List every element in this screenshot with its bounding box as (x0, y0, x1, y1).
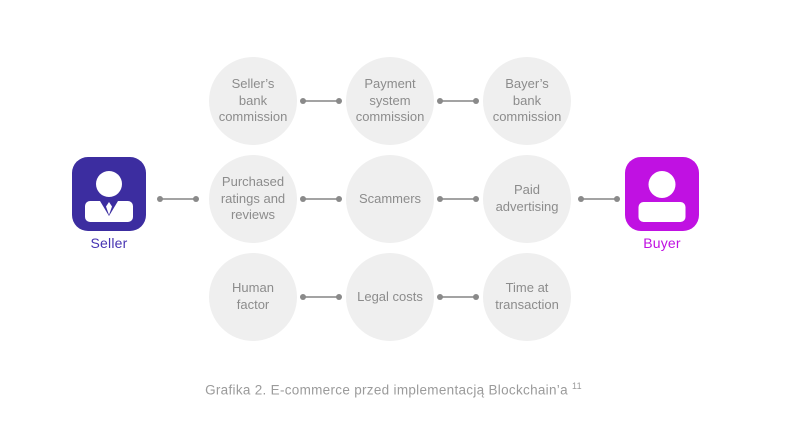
node-human-factor: Human factor (209, 253, 297, 341)
seller-avatar (72, 157, 146, 231)
node-payment-system-commission: Payment system commission (346, 57, 434, 145)
buyer-avatar (625, 157, 699, 231)
dumbbell-connector (300, 196, 342, 202)
dumbbell-connector (437, 196, 479, 202)
node-scammers: Scammers (346, 155, 434, 243)
figure-caption: Grafika 2. E-commerce przed implementacj… (0, 381, 787, 398)
person-icon (638, 171, 686, 222)
dumbbell-connector (300, 294, 342, 300)
node-bayers-bank-commission: Bayer’s bank commission (483, 57, 571, 145)
dumbbell-connector (300, 98, 342, 104)
person-with-tie-icon (85, 171, 133, 222)
dumbbell-connector (578, 196, 620, 202)
node-purchased-ratings-reviews: Purchased ratings and reviews (209, 155, 297, 243)
node-legal-costs: Legal costs (346, 253, 434, 341)
buyer-label: Buyer (643, 235, 681, 251)
dumbbell-connector (437, 294, 479, 300)
figure-caption-footnote: 11 (571, 381, 582, 391)
node-paid-advertising: Paid advertising (483, 155, 571, 243)
seller-label: Seller (90, 235, 128, 251)
dumbbell-connector (157, 196, 199, 202)
node-time-at-transaction: Time at transaction (483, 253, 571, 341)
dumbbell-connector (437, 98, 479, 104)
figure-caption-text: Grafika 2. E-commerce przed implementacj… (205, 382, 568, 398)
node-sellers-bank-commission: Seller’s bank commission (209, 57, 297, 145)
